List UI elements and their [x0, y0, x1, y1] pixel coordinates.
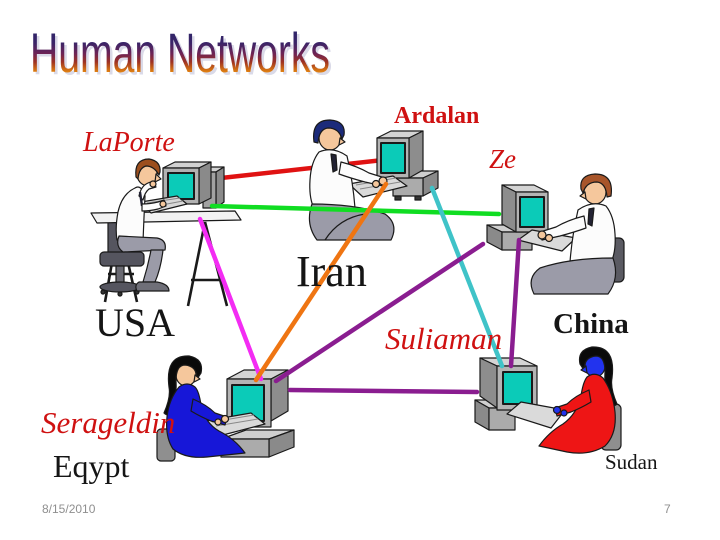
- computer: [474, 357, 566, 431]
- screen: [380, 142, 406, 174]
- person: [115, 158, 170, 292]
- label-name-ardalan: Ardalan: [394, 103, 480, 129]
- computer: [140, 161, 225, 214]
- connection-line: [200, 156, 395, 183]
- label-name-suliaman: Suliaman: [385, 321, 503, 356]
- person: [538, 346, 618, 454]
- label-name-laporte: LaPorte: [83, 127, 175, 158]
- label-country-china: China: [553, 308, 629, 340]
- person: [163, 355, 246, 458]
- person-ardalan-figure: [308, 119, 439, 241]
- label-name-serageldin: Serageldin: [41, 405, 176, 440]
- label-country-eqypt: Eqypt: [53, 448, 130, 484]
- connection-line: [429, 185, 505, 369]
- title-text: Human Networks: [30, 21, 330, 84]
- person: [308, 119, 395, 241]
- connection-line: [273, 241, 486, 384]
- screen: [519, 196, 545, 228]
- connection-line: [287, 387, 480, 395]
- computer: [204, 369, 295, 458]
- label-country-iran: Iran: [296, 247, 367, 296]
- keyboard: [506, 401, 566, 429]
- person-serageldin-figure: [156, 355, 295, 462]
- title-shadow: Human Networks: [33, 24, 333, 87]
- screen: [502, 371, 533, 405]
- label-country-usa: USA: [95, 300, 176, 345]
- connection-line: [209, 203, 502, 217]
- connection-line: [253, 181, 389, 383]
- label-name-ze: Ze: [489, 144, 516, 174]
- connection-line: [508, 237, 522, 369]
- label-country-sudan: Sudan: [605, 450, 658, 474]
- slide-title: Human Networks Human Networks: [30, 21, 333, 87]
- person-suliaman-figure: [474, 346, 622, 454]
- footer-date: 8/15/2010: [42, 502, 96, 516]
- person-ze-figure: [486, 173, 625, 295]
- connection-line: [197, 216, 264, 382]
- computer: [348, 130, 439, 201]
- person: [530, 173, 617, 295]
- page-number: 7: [664, 502, 671, 516]
